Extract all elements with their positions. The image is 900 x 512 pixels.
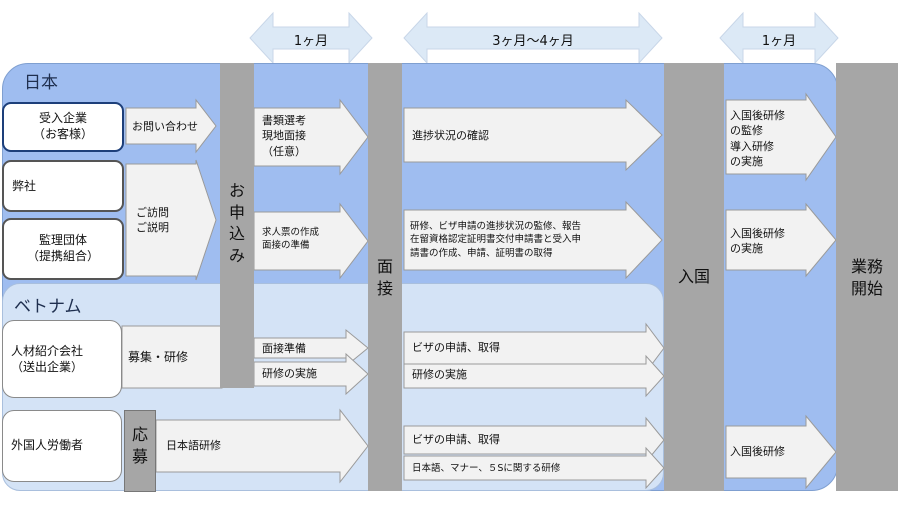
visa-apply-1-text: ビザの申請、取得 — [412, 341, 500, 354]
post-entry-supervise-text: 入国後研修 の監修 導入研修 の実施 — [730, 109, 785, 169]
arrow-interview-prep — [253, 328, 369, 368]
doc-screening-text: 書類選考 現地面接 （任意） — [262, 114, 306, 158]
inquiry-text: お問い合わせ — [132, 120, 198, 133]
arrow-doc-screening — [253, 98, 369, 176]
supervisor-label-2: （提携組合） — [26, 249, 99, 264]
progress-check-text: 進捗状況の確認 — [412, 129, 489, 142]
worker-box: 外国人労働者 — [2, 410, 122, 482]
japan-region-label: 日本 — [24, 73, 58, 93]
vietnam-region-label: ベトナム — [14, 297, 82, 317]
arrow-language-manners — [403, 446, 665, 490]
arrow-post-entry-training — [725, 414, 837, 490]
our-company-box: 弊社 — [2, 160, 124, 212]
post-entry-training-text: 入国後研修 — [730, 445, 785, 458]
post-entry-impl-text: 入国後研修 の実施 — [730, 227, 785, 256]
duration-label-3: 1ヶ月 — [761, 34, 797, 49]
arrow-post-entry-impl — [725, 202, 837, 278]
arrow-visit — [125, 159, 217, 281]
visa-monitor-text: 研修、ビザ申請の進捗状況の監修、報告 在留資格認定証明書交付申請書と受入申 請書… — [410, 221, 582, 259]
arrow-japanese-training — [155, 408, 369, 484]
duration-label-2: 3ヶ月～4ヶ月 — [492, 34, 574, 49]
supervisor-box: 監理団体 （提携組合） — [2, 218, 124, 280]
worker-label: 外国人労働者 — [11, 438, 84, 452]
oubo-stage-text: 応 募 — [131, 425, 148, 466]
arrow-post-entry-supervise — [725, 92, 837, 182]
arrow-visa-monitor — [403, 200, 663, 280]
arrow-progress-check — [403, 98, 663, 172]
duration-label-1: 1ヶ月 — [293, 34, 329, 49]
apply-stage-text: お 申 込 み — [228, 181, 245, 265]
apply-stage-bar — [220, 63, 254, 388]
client-label-2: （お客様） — [32, 127, 93, 142]
training-impl-2-text: 研修の実施 — [412, 368, 467, 381]
arrow-recruit-training — [121, 325, 223, 389]
interview-prep-text: 面接準備 — [262, 342, 306, 355]
arrow-inquiry — [125, 98, 217, 154]
visa-apply-2-text: ビザの申請、取得 — [412, 433, 500, 446]
agency-label-1: 人材紹介会社 — [11, 344, 84, 358]
supervisor-label-1: 監理団体 — [38, 233, 87, 247]
job-offer-text: 求人票の作成 面接の準備 — [262, 227, 320, 252]
arrow-training-impl-2 — [403, 354, 665, 398]
visit-text: ご訪問 ご説明 — [136, 206, 169, 235]
work-start-stage-text: 業務 開始 — [850, 257, 883, 298]
duration-arrow-2 — [403, 11, 663, 65]
arrow-visa-apply-2 — [403, 416, 665, 464]
oubo-stage-bar — [124, 410, 156, 492]
duration-arrow-1 — [249, 11, 373, 65]
training-impl-text: 研修の実施 — [262, 367, 317, 380]
entry-stage-bar — [664, 63, 724, 491]
client-label-1: 受入企業 — [38, 111, 87, 125]
arrow-job-offer — [253, 202, 369, 280]
japanese-training-text: 日本語研修 — [166, 439, 221, 452]
duration-arrow-3 — [719, 11, 839, 65]
arrow-training-impl — [253, 352, 369, 396]
interview-stage-text: 面 接 — [376, 257, 393, 298]
company-label: 弊社 — [12, 179, 37, 193]
entry-stage-text: 入国 — [677, 267, 710, 286]
agency-box: 人材紹介会社 （送出企業） — [2, 320, 122, 398]
recruit-training-text: 募集・研修 — [128, 350, 189, 364]
language-manners-text: 日本語、マナー、５Sに関する研修 — [412, 463, 561, 474]
agency-label-2: （送出企業） — [11, 360, 84, 375]
work-start-stage-bar — [836, 63, 898, 491]
client-company-box: 受入企業 （お客様） — [2, 102, 124, 152]
interview-stage-bar — [368, 63, 402, 491]
